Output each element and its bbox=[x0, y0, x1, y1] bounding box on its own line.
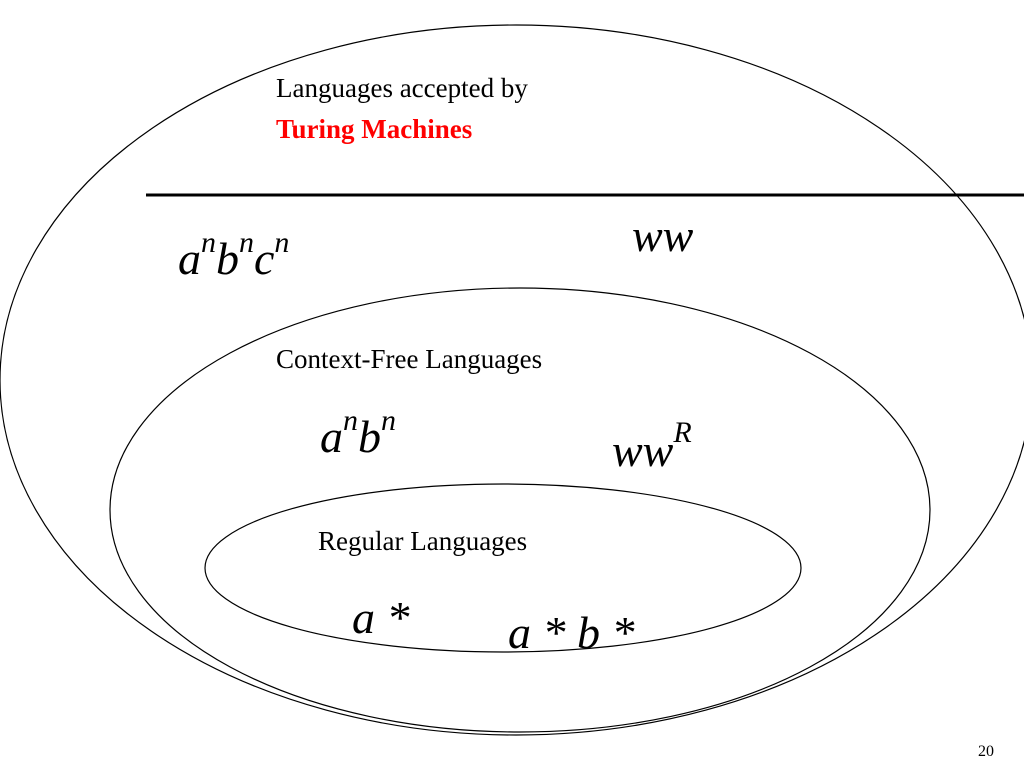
anbncn-a-exponent: n bbox=[201, 226, 216, 259]
regular-languages-ellipse bbox=[204, 483, 802, 653]
anbncn-c-exponent: n bbox=[274, 226, 290, 259]
turing-languages-title: Languages accepted by bbox=[276, 73, 528, 103]
anbncn-c: c bbox=[254, 233, 275, 284]
turing-languages-ellipse bbox=[0, 24, 1024, 736]
anbncn-b: b bbox=[216, 233, 239, 284]
astar-bstar-example: a * b * bbox=[508, 607, 635, 658]
wwr-exponent: R bbox=[673, 416, 692, 449]
astar-example: a * bbox=[352, 592, 410, 643]
turing-machines-label: Turing Machines bbox=[276, 114, 473, 144]
anbn-a: a bbox=[320, 411, 343, 462]
anbn-b: b bbox=[358, 411, 381, 462]
page-number: 20 bbox=[978, 743, 994, 760]
ww-example: ww bbox=[632, 210, 694, 261]
anbn-example: anbn bbox=[320, 406, 396, 462]
anbn-b-exponent: n bbox=[381, 404, 396, 437]
context-free-languages-title: Context-Free Languages bbox=[276, 344, 543, 374]
wwr-base: ww bbox=[612, 425, 674, 476]
regular-languages-title: Regular Languages bbox=[318, 526, 528, 556]
anbncn-example: anbncn bbox=[178, 228, 289, 284]
anbn-a-exponent: n bbox=[343, 404, 358, 437]
wwr-example: wwR bbox=[612, 418, 692, 476]
anbncn-a: a bbox=[178, 233, 201, 284]
context-free-languages-ellipse bbox=[109, 287, 931, 733]
anbncn-b-exponent: n bbox=[239, 226, 254, 259]
